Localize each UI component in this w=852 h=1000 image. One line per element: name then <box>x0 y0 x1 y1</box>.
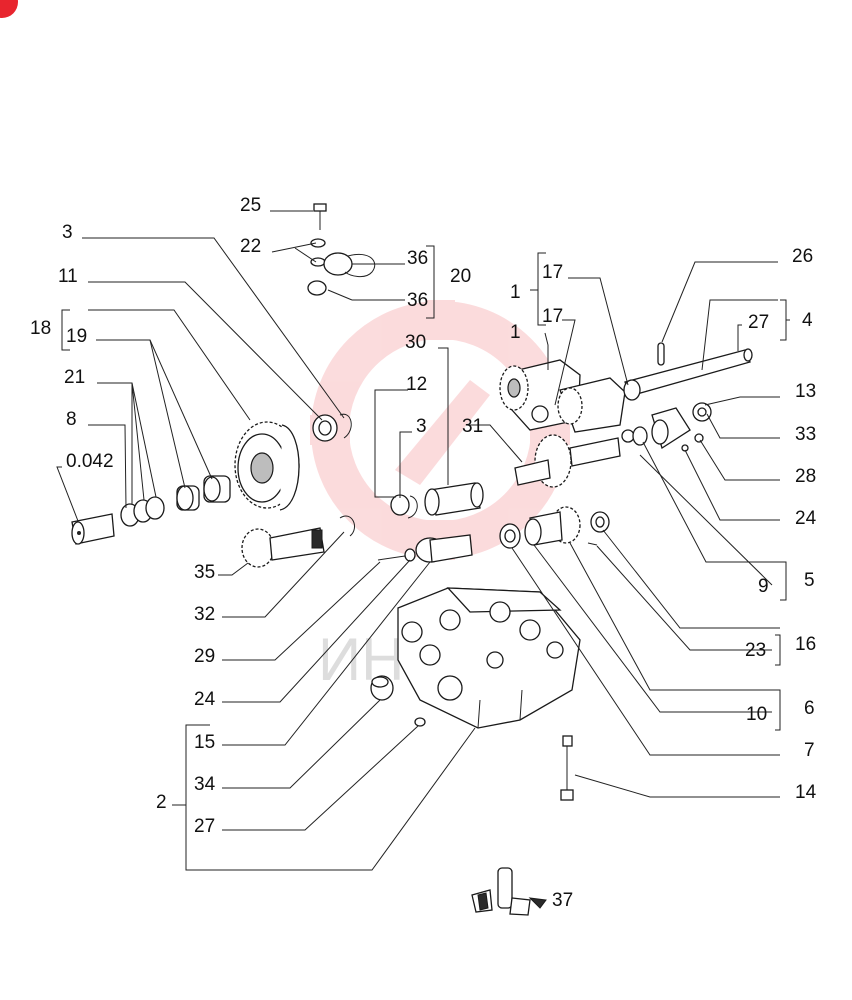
label-7: 7 <box>804 740 815 761</box>
label-30: 30 <box>405 332 426 353</box>
label-36-top: 36 <box>407 248 428 269</box>
label-13: 13 <box>795 381 816 402</box>
label-16: 16 <box>795 634 816 655</box>
brand-corner-mark <box>0 0 18 18</box>
part-key-26 <box>657 342 665 366</box>
label-23: 23 <box>745 640 766 661</box>
leader-lines <box>56 210 790 871</box>
label-18: 18 <box>30 318 51 339</box>
part-pin-27 <box>414 717 426 727</box>
part-circlip-3 <box>339 413 352 439</box>
label-35: 35 <box>194 562 215 583</box>
part-banjo-fitting-20 <box>307 238 376 296</box>
label-24-right: 24 <box>795 508 817 529</box>
label-20: 20 <box>450 266 471 287</box>
part-plug-34 <box>370 675 394 701</box>
label-12: 12 <box>406 374 427 395</box>
label-27-bottom: 27 <box>194 816 215 837</box>
part-gear-pump-1 <box>499 359 626 433</box>
label-26: 26 <box>792 246 813 267</box>
part-shaft-15 <box>415 534 473 563</box>
label-19: 19 <box>66 326 87 347</box>
label-17-top: 17 <box>542 262 563 283</box>
part-pin-0042 <box>71 513 115 545</box>
label-32: 32 <box>194 604 215 625</box>
part-bushing-16 <box>590 511 610 533</box>
label-25: 25 <box>240 195 261 216</box>
part-shims-21 <box>120 496 165 527</box>
label-0042: 0.042 <box>66 451 114 472</box>
label-1-middle: 1 <box>510 322 521 343</box>
part-screw-25 <box>313 203 327 230</box>
label-27-top: 27 <box>748 312 769 333</box>
part-screw-29 <box>377 548 416 562</box>
part-labels: 25 22 36 20 36 3 11 18 19 21 8 0.042 30 … <box>30 195 817 911</box>
label-1-top: 1 <box>510 282 521 303</box>
part-bolt-14 <box>560 735 574 801</box>
label-14: 14 <box>795 782 817 803</box>
label-2: 2 <box>156 792 167 813</box>
label-5: 5 <box>804 570 815 591</box>
label-6: 6 <box>804 698 815 719</box>
label-8: 8 <box>66 409 77 430</box>
label-3-center: 3 <box>416 416 427 437</box>
part-large-gear-18 <box>234 421 300 511</box>
label-15: 15 <box>194 732 215 753</box>
label-22: 22 <box>240 236 261 257</box>
part-kit-37 <box>471 867 547 916</box>
part-washer-11 <box>312 414 338 442</box>
part-flange-13 <box>651 407 691 450</box>
label-21: 21 <box>64 367 85 388</box>
label-24-left: 24 <box>194 689 216 710</box>
label-11: 11 <box>58 266 78 287</box>
part-screw-28 <box>681 433 704 452</box>
label-28: 28 <box>795 466 816 487</box>
part-circlip-32 <box>339 515 355 537</box>
part-washer-7 <box>499 523 521 549</box>
label-17-middle: 17 <box>542 306 563 327</box>
label-37: 37 <box>552 890 573 911</box>
part-housing-2 <box>397 587 581 729</box>
label-33: 33 <box>795 424 816 445</box>
part-seal-33 <box>692 402 712 422</box>
part-pinion-shaft-35 <box>241 527 325 568</box>
label-36-bottom: 36 <box>407 290 428 311</box>
label-10: 10 <box>746 704 767 725</box>
part-gear-shaft-31 <box>514 434 621 488</box>
label-3-left: 3 <box>62 222 73 243</box>
part-pin-23 <box>587 542 598 546</box>
part-bearings-5 <box>621 426 648 446</box>
label-34: 34 <box>194 774 216 795</box>
part-drive-shaft-4 <box>623 348 753 401</box>
part-gear-6 <box>524 506 581 546</box>
part-bushings-19 <box>176 475 231 511</box>
label-31: 31 <box>462 416 483 437</box>
label-9: 9 <box>758 576 769 597</box>
label-29: 29 <box>194 646 215 667</box>
part-sleeve-30 <box>424 482 484 516</box>
label-4: 4 <box>802 310 813 331</box>
